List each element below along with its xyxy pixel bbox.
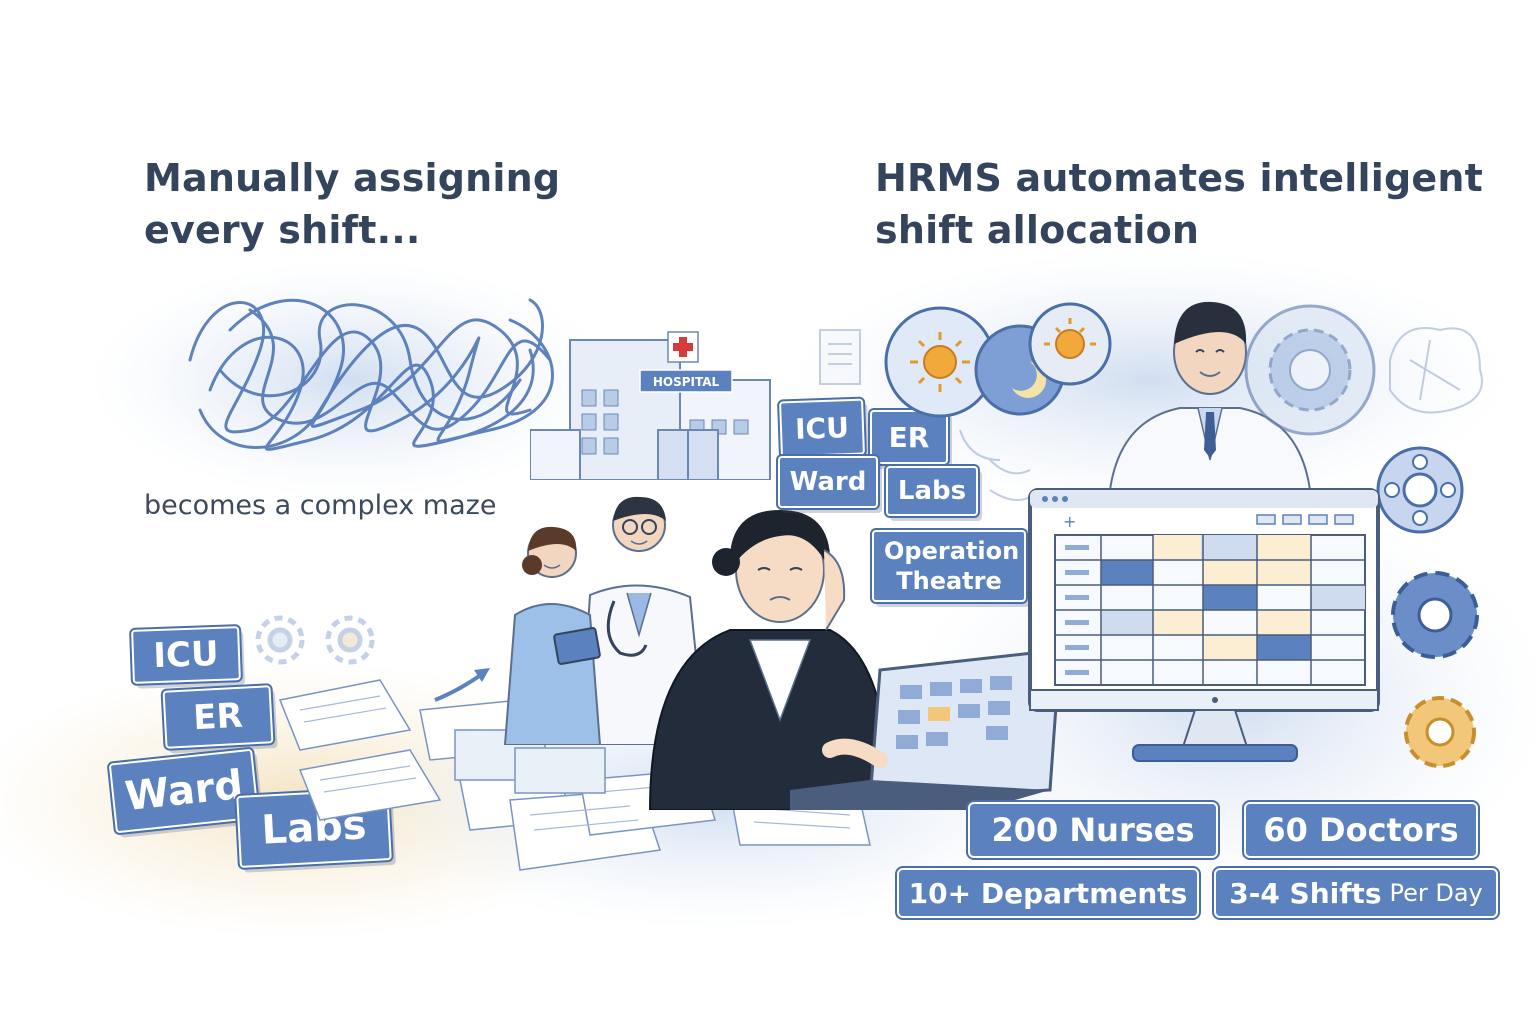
stat-shifts-main: 3-4 Shifts (1229, 876, 1382, 910)
schedule-grid (1054, 534, 1366, 686)
add-icon: + (1063, 512, 1076, 531)
right-title-line1: HRMS automates intelligent (875, 156, 1483, 200)
hospital-building: HOSPITAL (530, 331, 771, 480)
stat-departments: 10+ Departments (897, 868, 1199, 918)
shift-time-bubbles (884, 302, 1112, 418)
sun-icon (910, 332, 970, 392)
gears-right (1244, 304, 1483, 768)
tangled-maze-scribble (188, 298, 554, 451)
gear-icon (1404, 696, 1476, 768)
left-tag-icu: ICU (131, 626, 241, 684)
right-tag-operation-theatre: Operation Theatre (872, 530, 1026, 602)
stat-shifts: 3-4 Shifts Per Day (1214, 868, 1498, 918)
stethoscope-icon (606, 600, 648, 657)
arrow-icon (434, 668, 490, 702)
hospital-sign: HOSPITAL (653, 375, 720, 389)
right-title: HRMS automates intelligent shift allocat… (875, 152, 1515, 256)
left-tag-er: ER (162, 685, 274, 749)
stat-shifts-suffix: Per Day (1389, 879, 1483, 907)
gear-icon (1244, 304, 1376, 436)
left-title: Manually assigning every shift... (144, 152, 664, 256)
moon-icon (1012, 362, 1047, 398)
left-subtitle: becomes a complex maze (144, 490, 497, 521)
right-tag-labs: Labs (886, 466, 978, 516)
operation-theatre-label: Operation Theatre (884, 537, 1020, 595)
left-title-line2: every shift... (144, 208, 421, 252)
right-title-line2: shift allocation (875, 208, 1200, 252)
right-tag-ward: Ward (778, 456, 878, 508)
scattered-papers (278, 679, 871, 871)
left-title-line1: Manually assigning (144, 156, 561, 200)
nurse-and-doctor (503, 496, 707, 745)
gear-icon (1391, 571, 1479, 659)
gear-icon (1376, 446, 1464, 534)
sun-icon (1044, 318, 1096, 359)
stat-doctors: 60 Doctors (1244, 802, 1478, 858)
nurse-figure (503, 526, 602, 745)
schedule-monitor: + (1028, 488, 1380, 762)
right-tag-er: ER (870, 410, 948, 464)
clipboard-icon (819, 329, 861, 385)
faded-gears (255, 615, 375, 665)
stat-nurses: 200 Nurses (968, 802, 1218, 858)
male-doctor (1108, 301, 1312, 490)
red-cross-icon (667, 331, 699, 363)
